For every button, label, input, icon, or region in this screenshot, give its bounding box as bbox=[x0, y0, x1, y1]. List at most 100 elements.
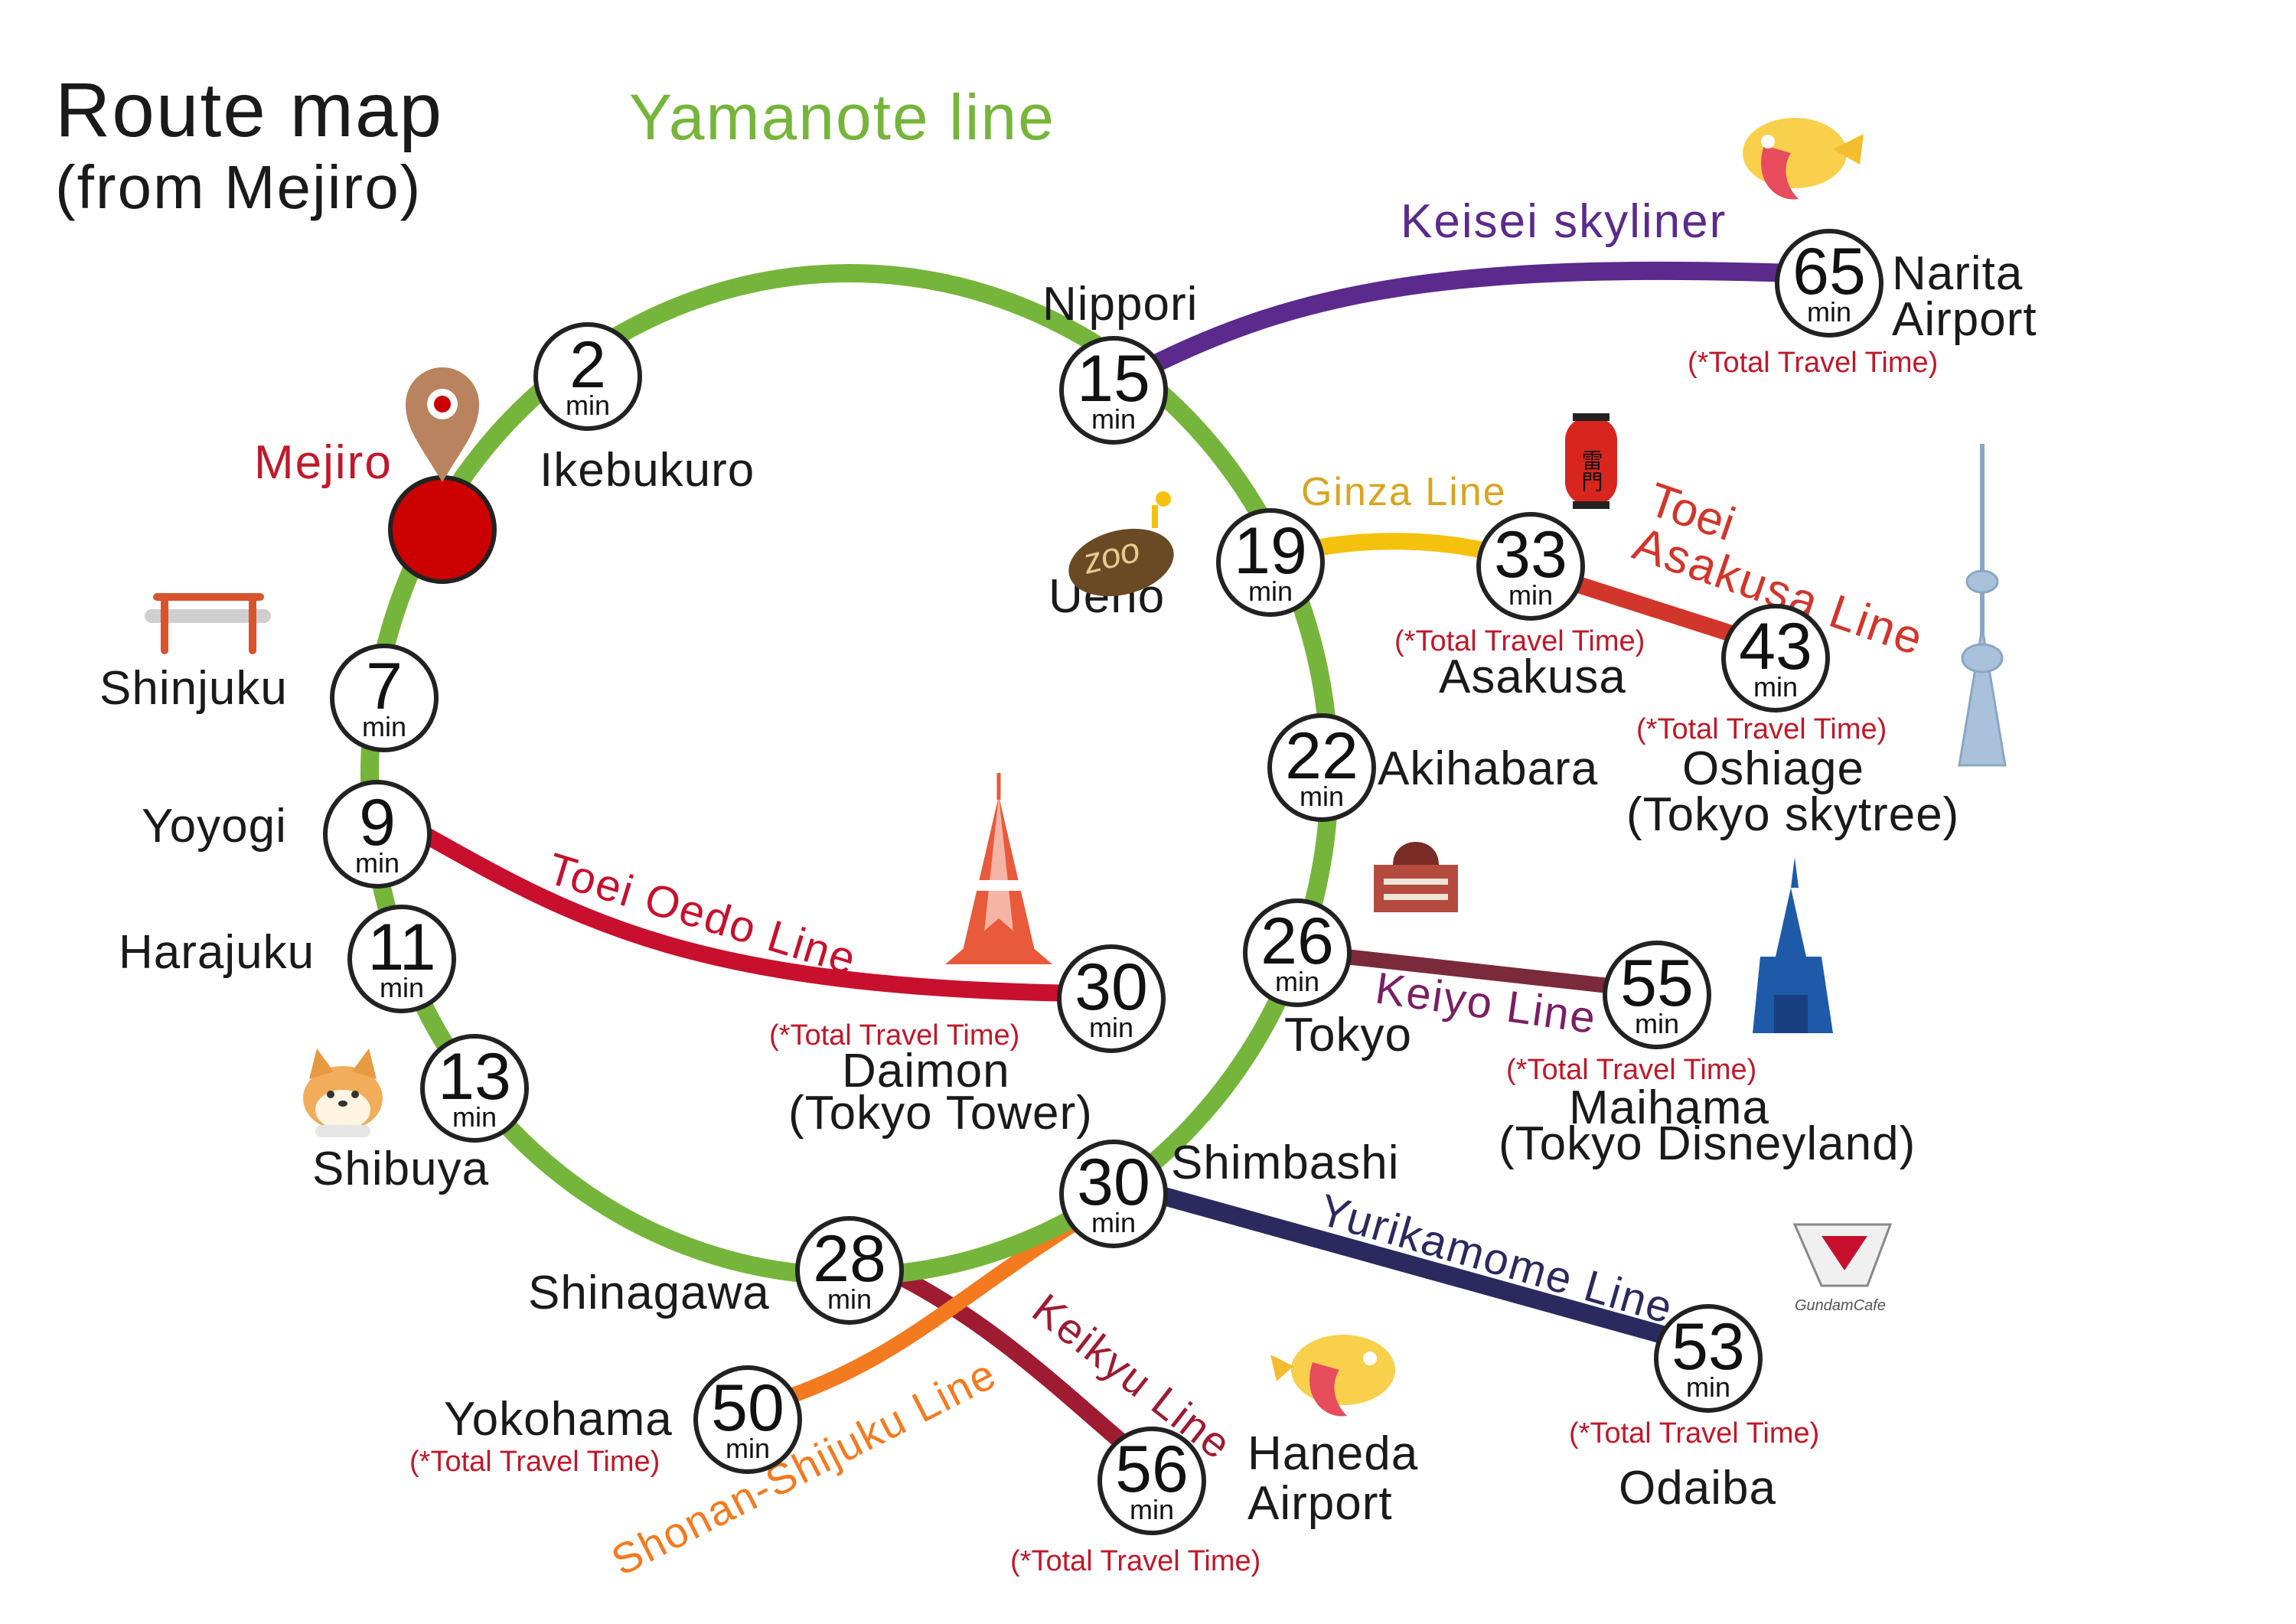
ikebukuro-minutes-unit: min bbox=[566, 390, 610, 421]
shinagawa-minutes: 28 bbox=[813, 1222, 886, 1296]
shinagawa-label: Shinagawa bbox=[528, 1267, 770, 1319]
tokyo-skytree-icon bbox=[1958, 444, 2007, 767]
map-pin-icon bbox=[406, 367, 479, 482]
asakusa-label: Asakusa bbox=[1439, 651, 1626, 703]
shinagawa-time-circle bbox=[795, 1216, 904, 1325]
tokyo-minutes: 26 bbox=[1261, 905, 1334, 978]
yokohama-time-circle bbox=[693, 1365, 802, 1474]
mejiro-station[interactable]: Mejiro bbox=[254, 367, 497, 584]
asakusa-minutes: 33 bbox=[1494, 518, 1567, 592]
ueno-minutes: 19 bbox=[1234, 514, 1307, 588]
daimon-minutes-unit: min bbox=[1089, 1012, 1133, 1043]
maihama-time-circle bbox=[1603, 941, 1711, 1049]
shimbashi-minutes-unit: min bbox=[1091, 1207, 1136, 1238]
ikebukuro-label: Ikebukuro bbox=[540, 444, 755, 497]
airplane-icon bbox=[1270, 1335, 1395, 1417]
ueno-time-circle bbox=[1216, 508, 1325, 617]
oshiage-label-2: (Tokyo skytree) bbox=[1626, 788, 1959, 841]
daimon-label-2: (Tokyo Tower) bbox=[788, 1087, 1093, 1140]
ueno-minutes-unit: min bbox=[1248, 576, 1293, 607]
oshiage-label-1: Oshiage bbox=[1682, 742, 1864, 795]
nippori-minutes: 15 bbox=[1077, 342, 1150, 416]
harajuku-minutes-unit: min bbox=[380, 972, 424, 1003]
shinjuku-minutes-unit: min bbox=[362, 711, 406, 742]
shinjuku-minutes: 7 bbox=[366, 650, 403, 723]
mejiro-label: Mejiro bbox=[254, 436, 393, 489]
shinjuku-label: Shinjuku bbox=[99, 662, 288, 715]
narita-label-2: Airport bbox=[1892, 293, 2037, 346]
kaminarimon-lantern-icon: 雷門 bbox=[1565, 413, 1617, 509]
daimon-label-1: Daimon bbox=[842, 1045, 1010, 1097]
daimon-time-circle bbox=[1057, 944, 1166, 1053]
harajuku-label: Harajuku bbox=[119, 926, 315, 979]
akihabara-minutes-unit: min bbox=[1300, 781, 1344, 812]
tokyo-minutes-unit: min bbox=[1275, 966, 1319, 997]
odaiba-minutes-unit: min bbox=[1686, 1371, 1730, 1403]
akihabara-time-circle bbox=[1267, 713, 1376, 822]
haneda-label-2: Airport bbox=[1247, 1477, 1393, 1530]
shinagawa-minutes-unit: min bbox=[827, 1283, 872, 1315]
oshiage-note: (*Total Travel Time) bbox=[1636, 713, 1887, 745]
akihabara-minutes: 22 bbox=[1285, 719, 1358, 793]
keikyu-line bbox=[887, 1266, 1149, 1466]
haneda-note: (*Total Travel Time) bbox=[1010, 1545, 1261, 1577]
narita-note: (*Total Travel Time) bbox=[1688, 347, 1938, 379]
tokyo-label: Tokyo bbox=[1284, 1009, 1412, 1061]
daimon-note: (*Total Travel Time) bbox=[769, 1019, 1019, 1052]
haneda-label-1: Haneda bbox=[1247, 1427, 1418, 1480]
map-subtitle: (from Mejiro) bbox=[55, 153, 422, 221]
maihama-note: (*Total Travel Time) bbox=[1506, 1054, 1756, 1086]
asakusa-minutes-unit: min bbox=[1508, 579, 1553, 611]
airplane-icon bbox=[1743, 118, 1864, 200]
haneda-time-circle bbox=[1097, 1427, 1206, 1535]
shimbashi-time-circle bbox=[1059, 1140, 1168, 1248]
oshiage-minutes: 43 bbox=[1739, 610, 1812, 683]
oshiage-minutes-unit: min bbox=[1753, 671, 1798, 703]
shibuya-minutes: 13 bbox=[438, 1040, 511, 1114]
harajuku-time-circle bbox=[347, 905, 456, 1013]
tokyo-station-icon bbox=[1374, 842, 1458, 912]
shiba-dog-icon bbox=[303, 1048, 383, 1137]
gundam-icon: GundamCafe bbox=[1792, 1223, 1893, 1314]
keisei-skyliner-label: Keisei skyliner bbox=[1401, 195, 1727, 248]
odaiba-minutes: 53 bbox=[1671, 1310, 1745, 1384]
zoo-icon: zoo bbox=[1068, 491, 1174, 597]
odaiba-label: Odaiba bbox=[1619, 1462, 1776, 1515]
yamanote-line-label: Yamanote line bbox=[629, 81, 1055, 153]
torii-gate-icon bbox=[145, 593, 271, 654]
ikebukuro-time-circle bbox=[533, 322, 642, 431]
keiyo-line bbox=[1324, 947, 1630, 995]
ginza-line-label: Ginza Line bbox=[1301, 470, 1507, 514]
oshiage-time-circle bbox=[1721, 604, 1830, 713]
tokyo-time-circle bbox=[1243, 898, 1352, 1007]
svg-text:GundamCafe: GundamCafe bbox=[1795, 1297, 1886, 1314]
yokohama-note: (*Total Travel Time) bbox=[409, 1446, 660, 1478]
maihama-label-2: (Tokyo Disneyland) bbox=[1499, 1117, 1916, 1170]
tokyo-tower-icon bbox=[945, 773, 1052, 964]
nippori-minutes-unit: min bbox=[1091, 403, 1136, 435]
yoyogi-time-circle bbox=[323, 780, 432, 889]
daimon-minutes: 30 bbox=[1075, 951, 1148, 1024]
yokohama-minutes-unit: min bbox=[726, 1433, 770, 1464]
nippori-time-circle bbox=[1059, 336, 1168, 445]
